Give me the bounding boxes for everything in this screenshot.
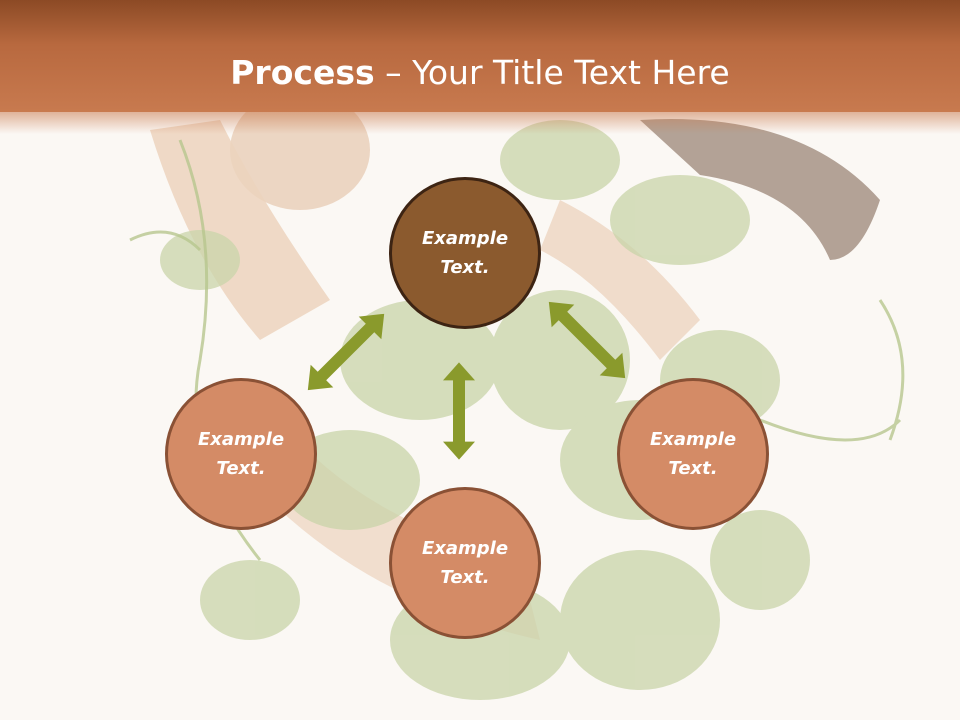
arrow-center-bottom bbox=[443, 362, 475, 460]
label-line-1: Example bbox=[421, 538, 509, 559]
title-rest-text: – Your Title Text Here bbox=[374, 53, 730, 92]
process-circle-right: Example Text. bbox=[617, 378, 769, 530]
title-bar bbox=[0, 0, 960, 112]
arrow-center-right bbox=[537, 290, 637, 390]
label-line-2: Text. bbox=[440, 567, 490, 588]
title-bold-text: Process bbox=[230, 53, 375, 92]
process-circle-left: Example Text. bbox=[165, 378, 317, 530]
label-line-1: Example bbox=[421, 228, 509, 249]
label-line-1: Example bbox=[649, 429, 737, 450]
label-line-2: Text. bbox=[440, 257, 490, 278]
label-line-1: Example bbox=[197, 429, 285, 450]
circle-label: Example Text. bbox=[186, 425, 296, 483]
circle-label: Example Text. bbox=[410, 224, 520, 282]
label-line-2: Text. bbox=[216, 458, 266, 479]
circle-label: Example Text. bbox=[638, 425, 748, 483]
process-circle-bottom: Example Text. bbox=[389, 487, 541, 639]
slide-title: Process – Your Title Text Here bbox=[0, 48, 960, 98]
process-circle-center: Example Text. bbox=[389, 177, 541, 329]
arrow-center-left bbox=[296, 302, 396, 402]
title-bar-fade bbox=[0, 112, 960, 134]
label-line-2: Text. bbox=[668, 458, 718, 479]
circle-label: Example Text. bbox=[410, 534, 520, 592]
